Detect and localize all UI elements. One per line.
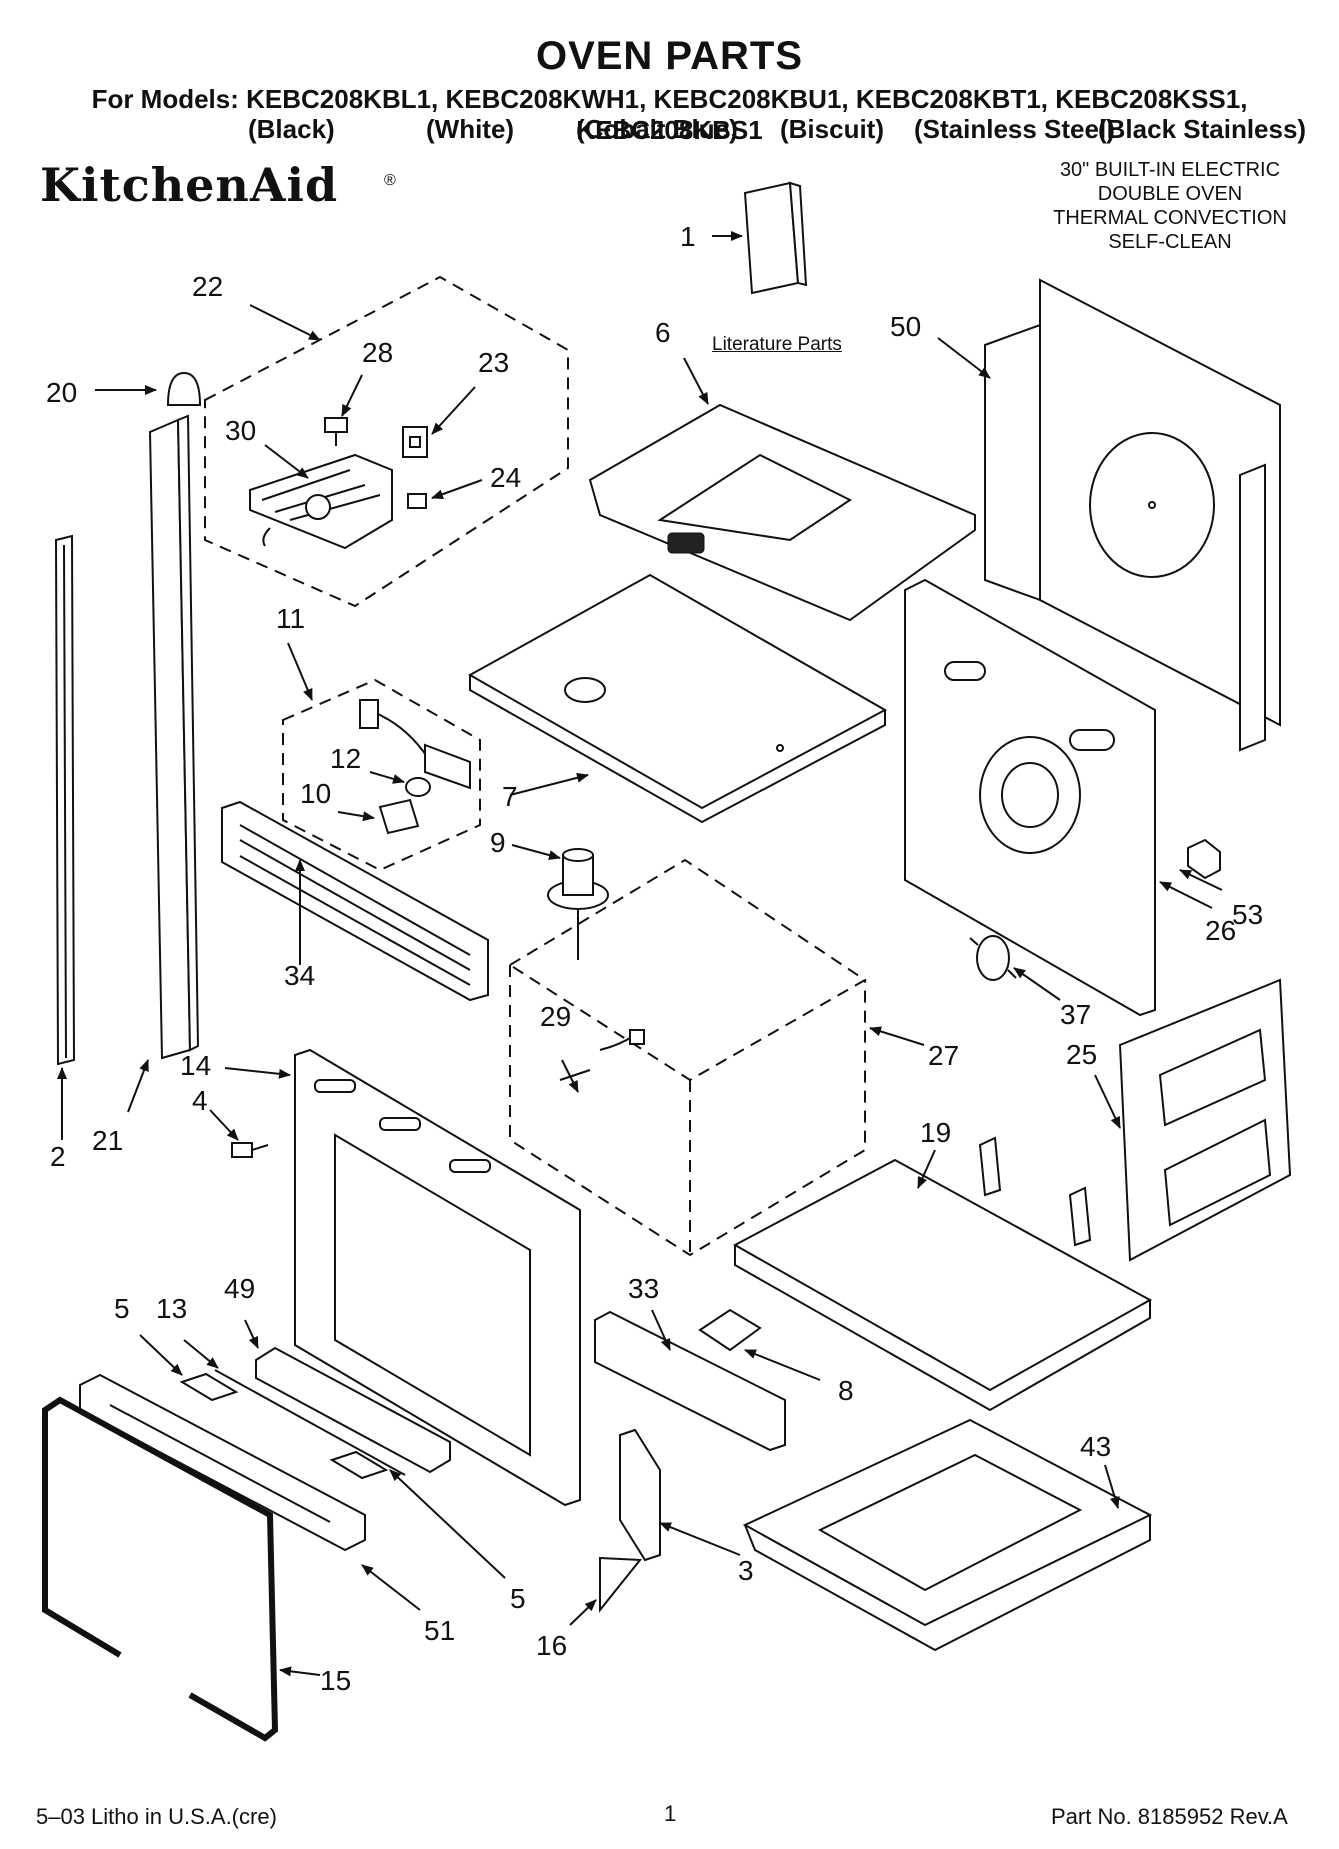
product-line-1: 30" BUILT-IN ELECTRIC [1059,159,1281,181]
part-front-frame [294,1048,581,1507]
literature-parts-label: Literature Parts [712,334,842,355]
callout-11: 11 [276,603,305,634]
color-stainless-steel: (Stainless Steel) [914,114,1115,144]
callout-16: 16 [536,1630,567,1661]
color-cobalt-blue: (Cobalt Blue) [576,114,738,144]
part-thermal-fuse [969,935,1017,981]
part-rear-wall [904,578,1156,1017]
part-control-assembly-group [204,275,569,608]
part-trim-cap [166,371,202,406]
color-black-stainless: (Black Stainless) [1098,114,1307,144]
callout-21: 21 [92,1125,123,1156]
callout-30: 30 [225,415,256,446]
callout-7: 7 [502,781,518,812]
part-side-channel [148,414,200,1060]
callout-20: 20 [46,377,77,408]
callout-13: 13 [156,1293,187,1324]
part-control-bracket [249,453,393,550]
part-insulation [255,1346,451,1474]
part-top-shield [588,403,976,622]
footer-part-number: Part No. 8185952 Rev.A [1051,1804,1288,1829]
footer-litho: 5–03 Litho in U.S.A.(cre) [36,1804,277,1829]
callout-26: 26 [1205,915,1236,946]
part-connector-24 [407,493,427,509]
callout-5-right: 5 [510,1583,526,1614]
part-oven-top [467,573,888,824]
part-vent-grille [221,800,489,1002]
callout-labels: 1 2 3 4 5 5 6 7 8 9 10 11 12 13 14 15 16… [46,221,1263,1696]
part-bottom-rail [594,1310,786,1452]
callout-2: 2 [50,1141,66,1172]
product-description: 30" BUILT-IN ELECTRIC DOUBLE OVEN THERMA… [1030,158,1310,254]
brand-registered-mark: ® [384,172,396,189]
product-line-4: SELF-CLEAN [1108,231,1232,253]
part-relay-23 [402,426,428,458]
part-light-socket [359,699,379,729]
exploded-parts-diagram: 1 2 3 4 5 5 6 7 8 9 10 11 12 13 14 15 16… [42,181,1292,1742]
models-line: For Models: KEBC208KBL1, KEBC208KWH1, KE… [91,84,1248,145]
part-wire [214,1369,406,1476]
part-light-lens [378,798,420,835]
part-spacer-block [179,1372,389,1480]
part-bottom-tray [732,1136,1153,1412]
callout-34: 34 [284,960,315,991]
part-switch-28 [324,417,348,446]
callout-15: 15 [320,1665,351,1696]
color-biscuit: (Biscuit) [780,114,884,144]
callout-23: 23 [478,347,509,378]
part-side-panel [1118,978,1292,1262]
callout-53: 53 [1232,899,1263,930]
part-screw [231,1142,269,1158]
product-line-3: THERMAL CONVECTION [1053,207,1287,229]
callout-27: 27 [928,1040,959,1071]
page-title: OVEN PARTS [535,34,804,78]
footer-page-number: 1 [664,1801,677,1826]
callout-29: 29 [540,1001,571,1032]
callout-1: 1 [680,221,696,252]
part-side-strip [54,534,76,1066]
part-hinge-bracket [619,1428,661,1562]
part-clip [1187,838,1221,880]
part-convection-motor [547,848,609,960]
callout-4: 4 [192,1085,208,1116]
part-back-panel [984,278,1281,752]
callout-3: 3 [738,1555,754,1586]
callout-51: 51 [424,1615,455,1646]
callout-8: 8 [838,1375,854,1406]
callout-28: 28 [362,337,393,368]
callout-5-left: 5 [114,1293,130,1324]
color-black: (Black) [248,114,335,144]
part-light-assembly-group [282,678,481,872]
part-door-gasket [42,1396,279,1742]
callout-25: 25 [1066,1039,1097,1070]
callout-10: 10 [300,778,331,809]
callout-33: 33 [628,1273,659,1304]
color-white: (White) [426,114,515,144]
part-oven-liner [508,858,867,1257]
callout-24: 24 [490,462,521,493]
part-light-bulb [405,777,431,797]
callout-37: 37 [1060,999,1091,1030]
callout-19: 19 [920,1117,951,1148]
part-literature-book [743,181,808,295]
callout-43: 43 [1080,1431,1111,1462]
callout-6: 6 [655,317,671,348]
leader-lines [57,231,1223,1677]
product-line-2: DOUBLE OVEN [1097,183,1243,205]
brand-logo: KitchenAid [40,158,339,212]
callout-9: 9 [490,827,506,858]
part-gusset [599,1556,643,1613]
callout-12: 12 [330,743,361,774]
part-bottom-pan [742,1418,1153,1652]
callout-14: 14 [180,1050,211,1081]
callout-22: 22 [192,271,223,302]
part-bracket-8 [698,1308,762,1352]
callout-50: 50 [890,311,921,342]
callout-49: 49 [224,1273,255,1304]
